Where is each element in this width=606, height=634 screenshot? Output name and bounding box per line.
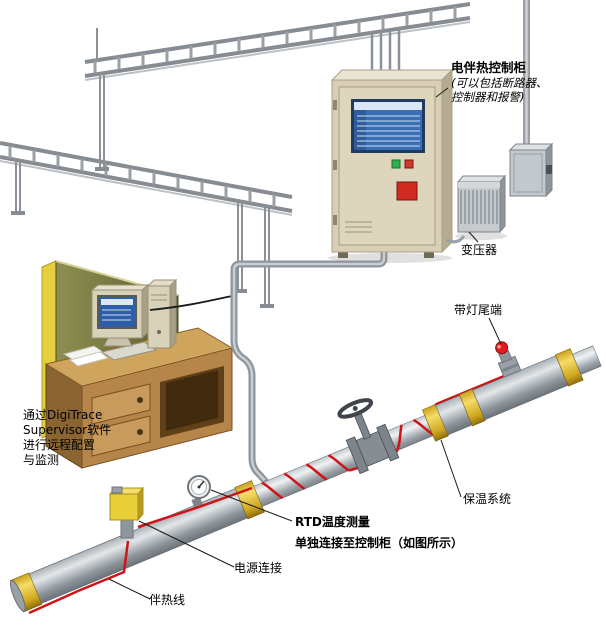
tray-rungs [93, 6, 457, 73]
leader-lines [108, 87, 502, 600]
supervisor-label-line3: 进行远程配置 [23, 438, 96, 452]
conduit-fitting [111, 486, 123, 494]
rtd-sensor [187, 475, 211, 507]
supervisor-label-line2: Supervisor软件 [23, 423, 112, 437]
switch-handle [546, 165, 552, 174]
transformer-fins [460, 190, 498, 224]
supervisor-label: 通过DigiTrace Supervisor软件 进行远程配置 与监测 [23, 408, 111, 468]
hinge [333, 215, 337, 225]
drawer [91, 415, 151, 457]
indicator-lamp [495, 341, 509, 355]
cabinet-feed-conduits [370, 28, 401, 76]
indicator-red [404, 159, 414, 169]
rtd-label: RTD温度测量 [295, 515, 370, 529]
cabinet-label-title: 电伴热控制柜 [451, 60, 527, 75]
cable-tray-left [0, 141, 293, 216]
insulated-pipe-right [472, 355, 569, 421]
disconnect-switch-box [508, 142, 554, 198]
end-termination-label: 带灯尾端 [454, 303, 503, 317]
transformer [445, 174, 507, 244]
drawer-knob [137, 429, 143, 435]
cabinet-label: 电伴热控制柜 (可以包括断路器、 控制器和报警) [451, 60, 548, 104]
drawer [91, 383, 151, 425]
cabinet-display-screen [351, 99, 425, 153]
transformer-cable [445, 235, 466, 244]
power-connection-label: 电源连接 [234, 561, 283, 575]
pc-tower [146, 278, 178, 350]
hinge [333, 100, 337, 110]
valve [337, 398, 400, 475]
emergency-button [396, 181, 418, 201]
monitor-data-cable [149, 295, 233, 311]
transformer-label: 变压器 [461, 243, 498, 257]
valve-handwheel [337, 398, 374, 419]
hinge [333, 160, 337, 170]
rtd-note-label: 单独连接至控制柜（如图所示） [295, 536, 464, 550]
end-termination-light [495, 341, 522, 378]
cable-tray-top [84, 2, 471, 81]
control-cabinet [328, 68, 454, 263]
supervisor-label-line4: 与监测 [23, 453, 60, 467]
insulation-label: 保温系统 [463, 492, 512, 506]
power-junction-box [108, 486, 145, 539]
heat-trace-label: 伴热线 [149, 593, 186, 607]
vent-louvers [345, 221, 372, 233]
heat-trace-cable-runs [28, 486, 253, 615]
hanger-rods [11, 28, 274, 308]
drawer-knob [137, 397, 143, 403]
cabinet-label-sub1: (可以包括断路器、 [451, 76, 548, 91]
monitor [90, 283, 150, 347]
bare-pipe [253, 415, 434, 507]
cabinet-label-sub2: 控制器和报警) [451, 90, 525, 105]
tray-rungs [8, 145, 276, 207]
indicator-green [391, 159, 401, 169]
pipe-assembly [9, 341, 602, 613]
supervisor-label-line1: 通过DigiTrace [23, 408, 103, 422]
workstation [41, 260, 234, 469]
